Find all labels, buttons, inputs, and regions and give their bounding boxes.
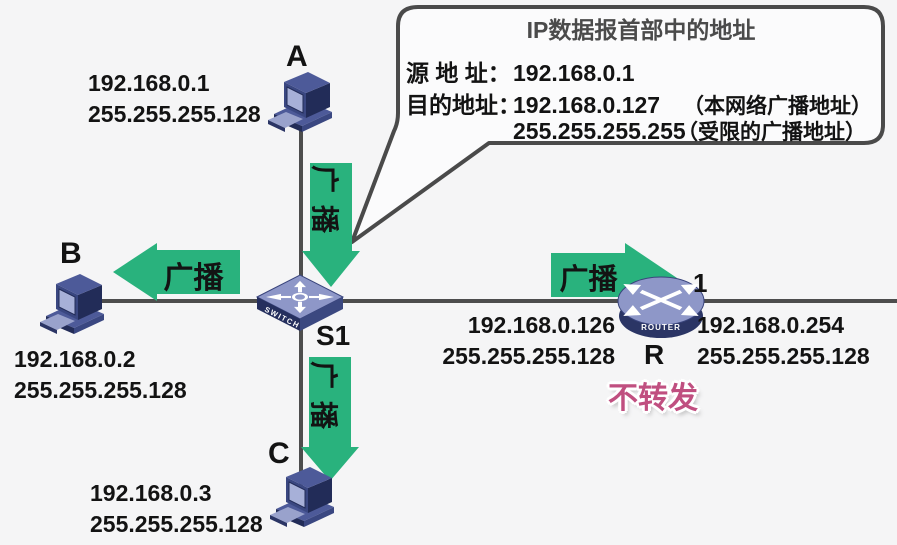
router-lan-ip: 192.168.0.126 bbox=[467, 312, 615, 338]
host-b-address: 192.168.0.2 255.255.255.128 bbox=[14, 344, 187, 406]
broadcast-arrow-left-to-hostB bbox=[113, 243, 240, 301]
host-c-mask: 255.255.255.128 bbox=[90, 511, 263, 537]
router-wan-ip: 192.168.0.254 bbox=[697, 312, 845, 338]
broadcast-label-bottom: 广播 bbox=[308, 360, 339, 441]
host-b-label: B bbox=[60, 237, 82, 270]
limited-broadcast-note: （受限的广播地址） bbox=[677, 121, 866, 144]
router-lan-mask: 255.255.255.128 bbox=[442, 343, 615, 369]
broadcast-label-right: 广播 bbox=[559, 264, 618, 296]
router-icon: ROUTER bbox=[617, 276, 705, 338]
host-c-address: 192.168.0.3 255.255.255.128 bbox=[90, 478, 263, 540]
host-b-computer-icon bbox=[39, 273, 105, 335]
host-a-computer-icon bbox=[267, 71, 333, 133]
switch-label: S1 bbox=[316, 320, 351, 351]
host-b-ip: 192.168.0.2 bbox=[14, 346, 136, 372]
callout-dest-row: 目的地址：192.168.0.127 （本网络广播地址） bbox=[406, 86, 872, 120]
no-forward-note: 不转发 bbox=[608, 382, 698, 415]
source-address-value: 192.168.0.1 bbox=[513, 60, 635, 86]
host-b-mask: 255.255.255.128 bbox=[14, 377, 187, 403]
host-c-ip: 192.168.0.3 bbox=[90, 480, 212, 506]
dest-address-note: （本网络广播地址） bbox=[683, 95, 872, 118]
router-wan-address: 192.168.0.254 255.255.255.128 bbox=[697, 310, 870, 372]
broadcast-label-top: 广播 bbox=[309, 164, 340, 245]
callout-title: IP数据报首部中的地址 bbox=[526, 17, 756, 43]
host-a-address: 192.168.0.1 255.255.255.128 bbox=[88, 68, 261, 130]
callout-source-row: 源 地 址：192.168.0.1 bbox=[406, 54, 635, 88]
host-c-label: C bbox=[268, 437, 290, 470]
callout-bubble bbox=[350, 5, 885, 244]
dest-address-label: 目的地址： bbox=[406, 92, 521, 118]
source-address-label: 源 地 址： bbox=[406, 60, 511, 86]
broadcast-arrow-down-to-switch bbox=[302, 163, 360, 287]
host-a-label: A bbox=[286, 40, 308, 73]
router-icon-label: ROUTER bbox=[641, 323, 681, 332]
limited-broadcast-value: 255.255.255.255 bbox=[513, 118, 686, 144]
host-c-computer-icon bbox=[269, 466, 335, 528]
router-interface-label: 1 bbox=[693, 268, 708, 298]
router-lan-address: 192.168.0.126 255.255.255.128 bbox=[430, 310, 615, 372]
broadcast-arrow-down-to-hostC bbox=[301, 357, 359, 481]
router-wan-mask: 255.255.255.128 bbox=[697, 343, 870, 369]
router-label: R bbox=[644, 339, 665, 370]
host-a-ip: 192.168.0.1 bbox=[88, 70, 210, 96]
callout-limited-row: 255.255.255.255（受限的广播地址） bbox=[406, 116, 866, 146]
broadcast-label-left: 广播 bbox=[163, 262, 224, 295]
dest-address-value: 192.168.0.127 bbox=[513, 92, 661, 118]
host-a-mask: 255.255.255.128 bbox=[88, 101, 261, 127]
